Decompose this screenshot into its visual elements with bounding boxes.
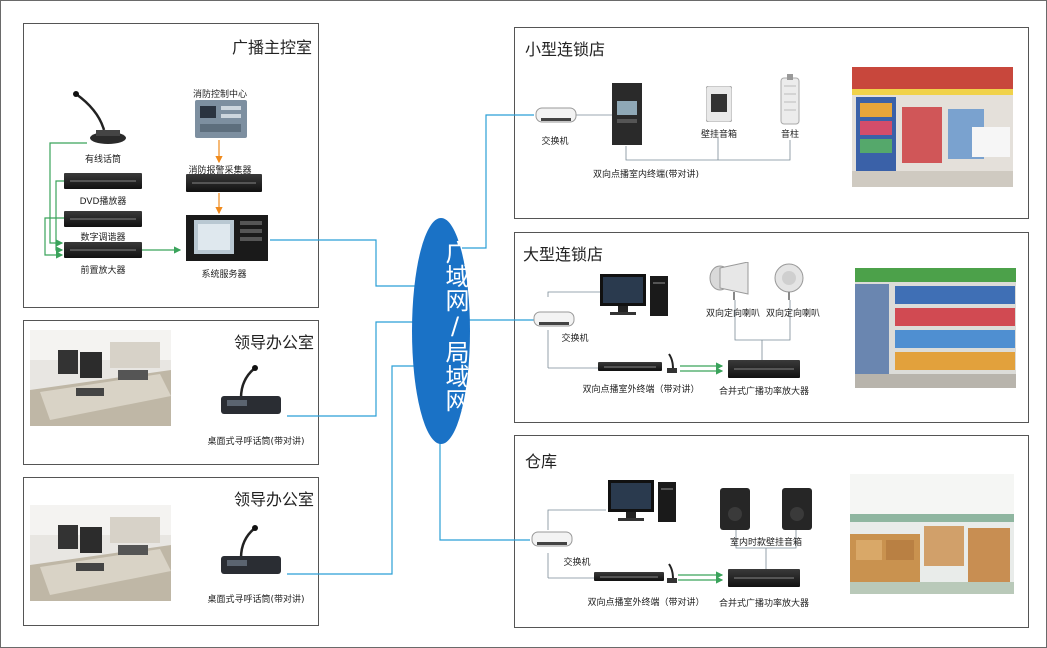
label-large-switch: 交换机: [561, 334, 589, 344]
panel-title: 广播主控室: [232, 38, 313, 57]
office-photo-1: [30, 330, 171, 426]
system-server-icon: [186, 215, 268, 261]
switch-icon-large: [533, 311, 575, 327]
warehouse-photo: [850, 474, 1014, 594]
label-column-speaker: 音柱: [780, 130, 800, 140]
label-horn2: 双向定向喇叭: [765, 309, 821, 319]
panel-title: 领导办公室: [234, 333, 315, 352]
indoor-terminal-icon: [612, 83, 642, 145]
panel-title: 仓库: [525, 452, 558, 471]
desktop-paging-mic-icon-1: [221, 365, 281, 414]
fire-control-center-icon: [195, 100, 247, 138]
amplifier-device-warehouse: [728, 569, 800, 587]
switch-icon-warehouse: [531, 531, 573, 547]
label-tuner: 数字调谐器: [80, 233, 126, 243]
horn-speaker-icon-1: [709, 262, 749, 300]
amplifier-device-large: [728, 360, 800, 378]
column-speaker-icon: [780, 74, 800, 125]
label-wall-speaker: 壁挂音箱: [700, 130, 738, 140]
label-warehouse-switch: 交换机: [563, 558, 591, 568]
dvd-player-device: [64, 173, 142, 189]
label-dvd: DVD播放器: [79, 197, 127, 207]
digital-tuner-device: [64, 211, 142, 227]
wall-speaker-pair-icon: [720, 488, 812, 530]
switch-icon-small: [535, 107, 577, 123]
desktop-paging-mic-icon-2: [221, 525, 281, 574]
label-small-switch: 交换机: [541, 137, 569, 147]
terminal-mic-icon-large: [667, 353, 677, 373]
label-wired-mic: 有线话筒: [84, 155, 122, 165]
network-cloud: 广域网/局域网: [412, 218, 470, 444]
outdoor-terminal-device-warehouse: [594, 572, 664, 581]
label-warehouse-speakers: 室内时款壁挂音箱: [729, 538, 803, 548]
panel-broadcast-room: 广播主控室: [23, 23, 319, 308]
label-warehouse-terminal: 双向点播室外终端（带对讲）: [587, 598, 705, 608]
fire-alarm-collector-device: [186, 174, 262, 192]
panel-title: 领导办公室: [234, 490, 315, 509]
label-horn1: 双向定向喇叭: [705, 309, 761, 319]
label-large-amp: 合并式广播功率放大器: [718, 387, 810, 397]
label-server: 系统服务器: [201, 270, 247, 280]
terminal-mic-icon-warehouse: [667, 563, 677, 583]
wired-mic-icon: [73, 91, 126, 144]
outdoor-terminal-device-large: [598, 362, 662, 371]
label-fire-center: 消防控制中心: [192, 90, 248, 100]
network-label: 广域网/局域网: [441, 240, 469, 412]
small-store-photo: [852, 67, 1013, 187]
label-warehouse-amp: 合并式广播功率放大器: [718, 599, 810, 609]
label-large-terminal: 双向点播室外终端（带对讲）: [582, 385, 700, 395]
label-indoor-terminal: 双向点播室内终端(带对讲): [592, 170, 700, 180]
panel-title: 小型连锁店: [525, 40, 606, 59]
panel-title: 大型连锁店: [523, 245, 604, 264]
computer-icon-warehouse: [608, 480, 676, 522]
wall-speaker-icon: [706, 86, 732, 122]
label-fire-collector: 消防报警采集器: [188, 166, 252, 176]
label-preamp: 前置放大器: [80, 266, 126, 276]
horn-speaker-icon-2: [774, 263, 804, 300]
label-office1-device: 桌面式寻呼话筒(带对讲): [207, 437, 305, 447]
large-store-photo: [855, 268, 1016, 388]
office-photo-2: [30, 505, 171, 601]
preamplifier-device: [64, 242, 142, 258]
label-office2-device: 桌面式寻呼话筒(带对讲): [207, 595, 305, 605]
computer-icon-large: [600, 274, 668, 316]
